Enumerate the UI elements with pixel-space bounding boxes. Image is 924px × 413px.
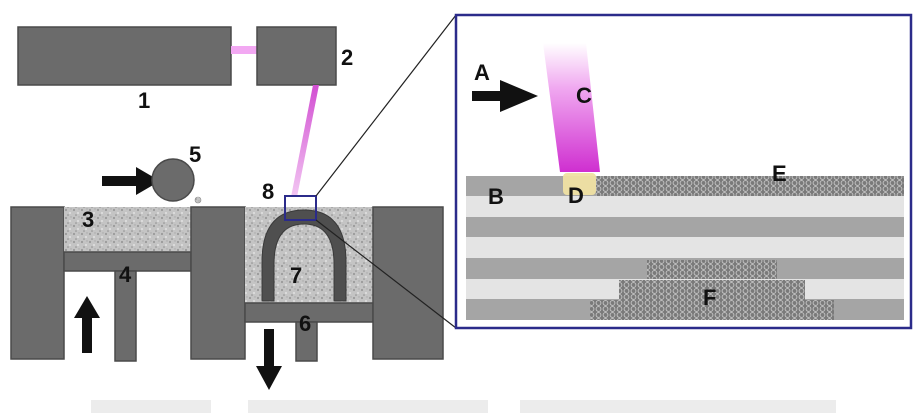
label-4: 4 xyxy=(119,262,132,287)
recoater-roller xyxy=(151,158,195,202)
label-a: A xyxy=(474,60,490,85)
supply-piston-rod xyxy=(114,270,137,362)
left-wall xyxy=(10,206,65,360)
label-3: 3 xyxy=(82,207,94,232)
bottom-bar-1 xyxy=(91,400,211,413)
scanner-block xyxy=(256,26,337,86)
recoater-arrow xyxy=(102,167,160,195)
powder-particles xyxy=(194,196,202,204)
laser-cone xyxy=(543,43,600,172)
powder-layer-2 xyxy=(466,217,904,237)
label-e: E xyxy=(772,161,787,186)
zoom-connector-top xyxy=(315,14,457,197)
down-arrow xyxy=(256,329,282,390)
label-d: D xyxy=(568,183,584,208)
label-c: C xyxy=(576,83,592,108)
zoom-inset xyxy=(454,13,913,330)
build-piston-rod xyxy=(295,321,318,362)
gap-layer-2 xyxy=(466,237,904,258)
laser-beam-horizontal xyxy=(231,46,257,54)
label-8: 8 xyxy=(262,179,274,204)
label-2: 2 xyxy=(341,45,353,70)
solidified-part-1 xyxy=(647,260,777,279)
laser-beam-diagonal xyxy=(291,85,319,197)
label-5: 5 xyxy=(189,142,201,167)
label-7: 7 xyxy=(290,263,302,288)
powder-supply-bed xyxy=(64,207,191,252)
solidified-part-2 xyxy=(619,280,805,300)
label-f: F xyxy=(703,285,716,310)
middle-wall xyxy=(190,206,246,360)
printed-part-arch xyxy=(261,209,347,302)
zoom-connector-bottom xyxy=(315,219,457,329)
zoom-source-box xyxy=(284,195,317,221)
bottom-bar-3 xyxy=(520,400,836,413)
label-6: 6 xyxy=(299,311,311,336)
solidified-part-3 xyxy=(590,300,834,320)
right-wall xyxy=(372,206,444,360)
solidified-layer-top xyxy=(596,176,904,196)
label-b: B xyxy=(488,184,504,209)
melt-pool xyxy=(563,173,596,195)
laser-source-block xyxy=(17,26,232,86)
scan-direction-arrow xyxy=(472,80,538,112)
up-arrow xyxy=(74,296,100,353)
bottom-bar-2 xyxy=(248,400,488,413)
label-1: 1 xyxy=(138,88,150,113)
gap-layer-1 xyxy=(466,196,904,217)
